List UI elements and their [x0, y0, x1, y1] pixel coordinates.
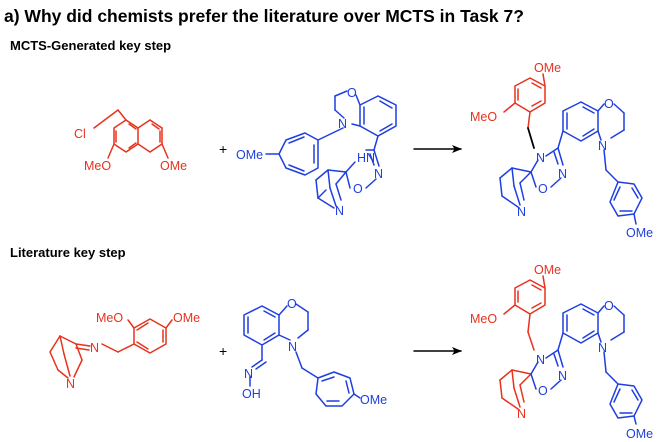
oxadiazoline-nitrogen: N [558, 369, 567, 383]
mcts-substrate-spiro-oxadiazoline: O N OMe HN N O N [236, 86, 397, 218]
ring-nitrogen: N [598, 139, 607, 153]
methoxy-group: MeO [470, 312, 497, 326]
literature-reagent-imine: N N MeO OMe [49, 311, 200, 391]
quinuclidine-nitrogen: N [517, 205, 526, 219]
methoxy-group: OMe [160, 159, 187, 173]
mcts-section-label: MCTS-Generated key step [10, 38, 171, 53]
plus-sign: + [219, 141, 227, 157]
oxadiazoline-nitrogen: N [558, 167, 567, 181]
chlorine-atom: Cl [74, 127, 86, 141]
methoxy-group: OMe [236, 148, 263, 162]
literature-substrate-oxime: O N N OH OMe [242, 297, 387, 407]
methoxy-group: OMe [534, 61, 561, 75]
ring-nitrogen: N [288, 340, 297, 354]
oxime-hydroxyl: OH [242, 387, 261, 401]
methoxy-group: OMe [626, 427, 653, 441]
ring-oxygen: O [347, 86, 357, 100]
ring-oxygen: O [287, 297, 297, 311]
quinuclidine-nitrogen: N [66, 377, 75, 391]
oxime-nitrogen: N [244, 367, 253, 381]
methoxy-group: MeO [470, 110, 497, 124]
mcts-product: OMe MeO O N N N O N OMe [470, 61, 653, 240]
imine-nitrogen: N [90, 341, 99, 355]
oxadiazoline-oxygen: O [538, 384, 548, 398]
methoxy-group: OMe [173, 311, 200, 325]
amine-nitrogen: N [536, 151, 545, 165]
ring-nitrogen: N [338, 117, 347, 131]
methoxy-group: OMe [626, 226, 653, 240]
amine-nitrogen: N [536, 353, 545, 367]
oxadiazoline-oxygen: O [538, 182, 548, 196]
hn-group: HN [357, 151, 375, 165]
ring-oxygen: O [604, 97, 614, 111]
ring-nitrogen: N [598, 341, 607, 355]
methoxy-group: OMe [534, 263, 561, 277]
plus-sign: + [219, 343, 227, 359]
methoxy-group: MeO [84, 159, 111, 173]
literature-section-label: Literature key step [10, 245, 126, 260]
oxadiazoline-oxygen: O [353, 182, 363, 196]
oxadiazoline-nitrogen: N [374, 167, 383, 181]
mcts-reagent-benzyl-chloride: Cl MeO OMe [74, 109, 187, 173]
figure-title: a) Why did chemists prefer the literatur… [4, 6, 524, 26]
methoxy-group: OMe [360, 393, 387, 407]
quinuclidine-nitrogen: N [335, 204, 344, 218]
methoxy-group: MeO [96, 311, 123, 325]
ring-oxygen: O [604, 299, 614, 313]
literature-product: OMe MeO O N N N O N OMe [470, 263, 653, 441]
quinuclidine-nitrogen: N [517, 407, 526, 421]
